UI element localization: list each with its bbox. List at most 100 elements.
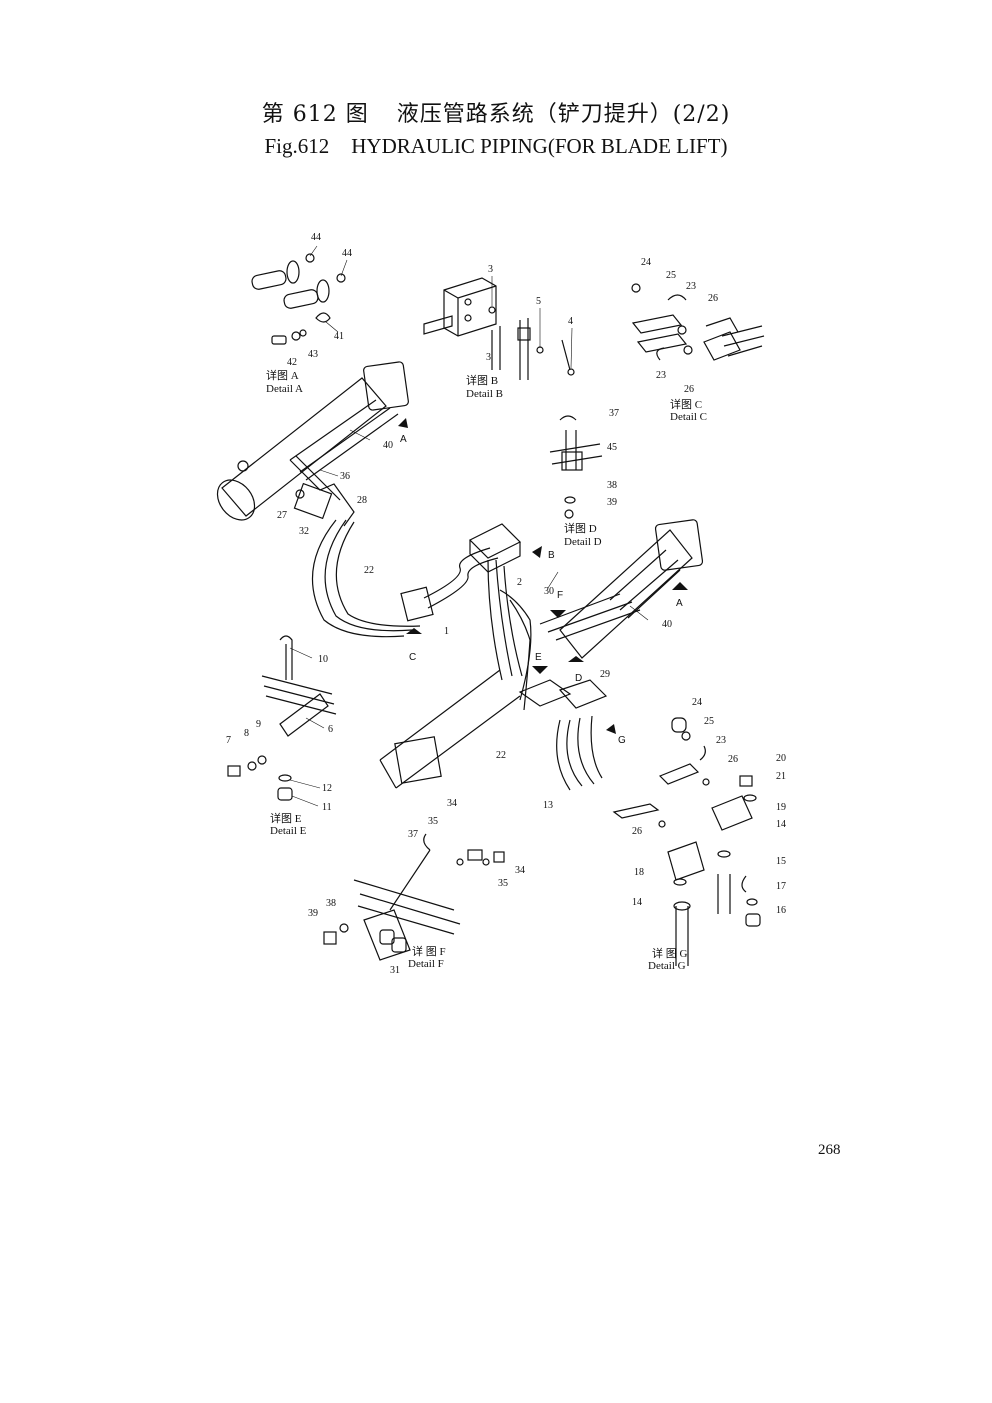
part-number: 1 [444, 626, 449, 637]
part-number: 35 [498, 878, 508, 889]
part-number: 19 [776, 802, 786, 813]
part-number: 44 [342, 248, 352, 259]
detail-c-drawing [631, 283, 765, 361]
detail-d-cn: 详图 D [564, 521, 597, 535]
figure-number-en: Fig.612 [264, 134, 330, 158]
leader-lines [289, 245, 649, 807]
arrow-f [550, 610, 566, 618]
part-number: 23 [656, 370, 666, 381]
part-number: 20 [776, 753, 786, 764]
part-number: 21 [776, 771, 786, 782]
part-number: 7 [226, 735, 231, 746]
detail-f-en: Detail F [408, 958, 444, 970]
part-number: 42 [287, 357, 297, 368]
view-letter: D [575, 673, 582, 684]
view-letter: E [535, 652, 542, 663]
part-number: 39 [607, 497, 617, 508]
view-letter: B [548, 550, 555, 561]
part-number-labels: 44 44 41 42 43 3 5 4 3 24 25 23 26 23 26… [226, 232, 786, 976]
figure-caption-en: HYDRAULIC PIPING(FOR BLADE LIFT) [351, 134, 728, 158]
part-number: 3 [486, 352, 491, 363]
detail-b-drawing [423, 277, 575, 380]
part-number: 28 [357, 495, 367, 506]
view-letter: F [557, 590, 563, 601]
left-cylinder-drawing [216, 361, 409, 527]
part-number: 37 [408, 829, 418, 840]
detail-e-drawing [227, 635, 337, 801]
arrow-a-right [672, 582, 688, 590]
part-number: 18 [634, 867, 644, 878]
part-number: 32 [299, 526, 309, 537]
part-number: 23 [716, 735, 726, 746]
detail-e-en: Detail E [270, 825, 307, 837]
part-number: 40 [662, 619, 672, 630]
detail-c-cn: 详图 C [670, 397, 702, 411]
detail-d-drawing [549, 415, 603, 519]
part-number: 34 [447, 798, 457, 809]
arrow-c [406, 628, 422, 634]
part-number: 31 [390, 965, 400, 976]
center-hoses-drawing [468, 523, 681, 791]
part-number: 9 [256, 719, 261, 730]
part-number: 35 [428, 816, 438, 827]
part-number: 36 [340, 471, 350, 482]
arrow-a-top [398, 418, 408, 428]
part-number: 4 [568, 316, 573, 327]
figure-number-cn: 第 612 图 [261, 102, 369, 127]
detail-g-cn: 详 图 G [652, 946, 687, 960]
part-number: 23 [686, 281, 696, 292]
part-number: 26 [708, 293, 718, 304]
right-cylinder-drawing [559, 519, 704, 659]
view-arrow-labels: A B C D E F G A [400, 434, 683, 746]
arrow-e [532, 666, 548, 674]
part-number: 38 [326, 898, 336, 909]
arrow-g [606, 724, 616, 734]
part-number: 14 [632, 897, 642, 908]
part-number: 29 [600, 669, 610, 680]
figure-title-cn: 第 612 图液压管路系统（铲刀提升）(2/2) [0, 96, 992, 128]
detail-a-en: Detail A [266, 383, 303, 395]
part-number: 10 [318, 654, 328, 665]
detail-a-cn: 详图 A [266, 368, 299, 382]
part-number: 34 [515, 865, 525, 876]
detail-e-cn: 详图 E [270, 811, 302, 825]
part-number: 45 [607, 442, 617, 453]
arrow-d [568, 656, 584, 662]
part-number: 22 [496, 750, 506, 761]
page-number: 268 [818, 1142, 841, 1158]
part-number: 17 [776, 881, 786, 892]
detail-b-cn: 详图 B [466, 373, 498, 387]
part-number: 27 [277, 510, 287, 521]
part-number: 5 [536, 296, 541, 307]
part-number: 25 [704, 716, 714, 727]
detail-c-en: Detail C [670, 411, 707, 423]
part-number: 24 [641, 257, 651, 268]
part-number: 25 [666, 270, 676, 281]
view-letter: A [676, 598, 683, 609]
detail-a-drawing [251, 253, 346, 345]
part-number: 38 [607, 480, 617, 491]
part-number: 37 [609, 408, 619, 419]
part-number: 26 [728, 754, 738, 765]
arrow-b [532, 546, 542, 558]
detail-g-drawing [612, 717, 761, 966]
detail-labels: 详图 A Detail A 详图 B Detail B 详图 C Detail … [266, 368, 707, 972]
part-number: 12 [322, 783, 332, 794]
part-number: 41 [334, 331, 344, 342]
left-hoses-drawing [311, 519, 499, 638]
part-number: 30 [544, 586, 554, 597]
view-letter: A [400, 434, 407, 445]
part-number: 22 [364, 565, 374, 576]
part-number: 2 [517, 577, 522, 588]
detail-f-drawing [323, 833, 505, 961]
frame-drawing [379, 669, 521, 789]
part-number: 24 [692, 697, 702, 708]
part-number: 14 [776, 819, 786, 830]
part-number: 8 [244, 728, 249, 739]
detail-f-cn: 详 图 F [412, 944, 446, 958]
detail-g-en: Detail G [648, 960, 686, 972]
part-number: 15 [776, 856, 786, 867]
part-number: 40 [383, 440, 393, 451]
part-number: 13 [543, 800, 553, 811]
